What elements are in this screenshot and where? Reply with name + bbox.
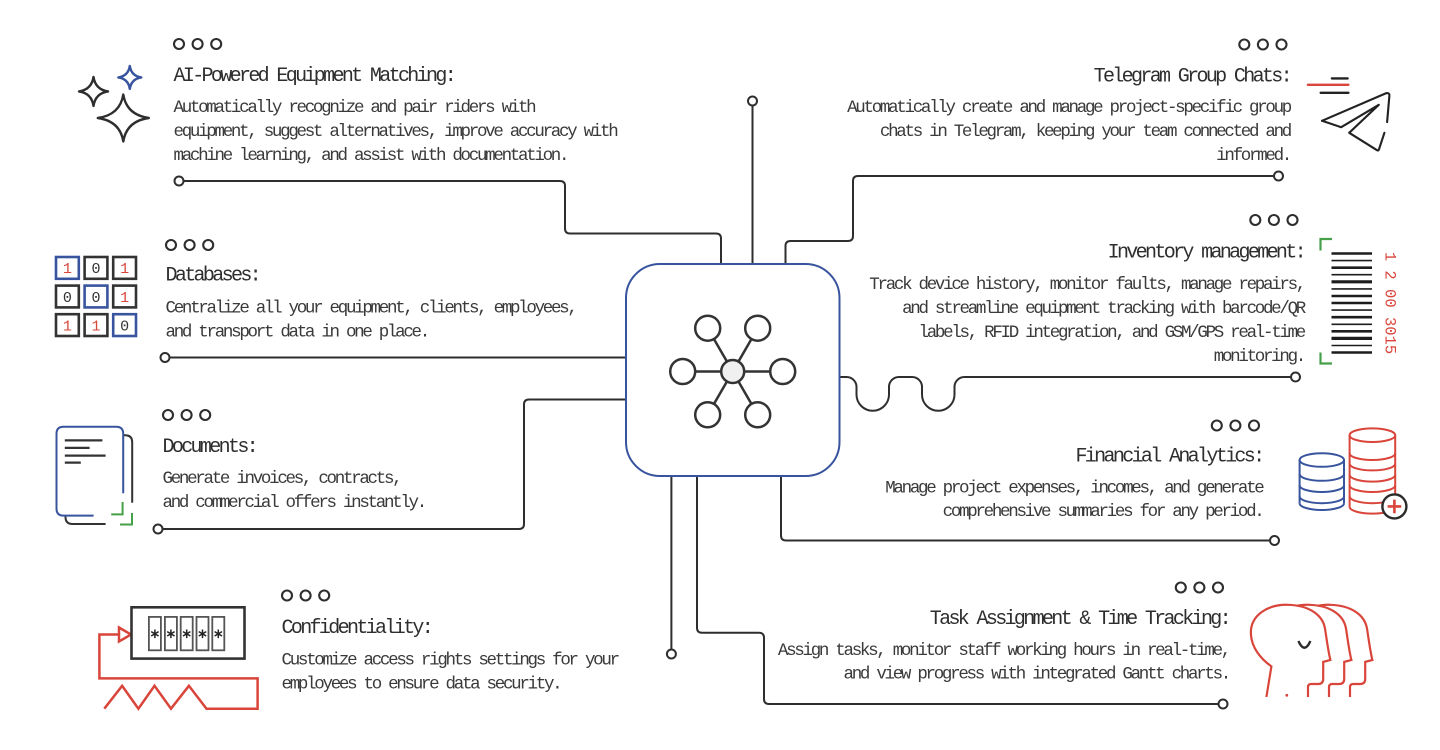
svg-text:Assign tasks, monitor staff wo: Assign tasks, monitor staff working hour… <box>778 641 1229 661</box>
svg-text:0: 0 <box>63 290 72 307</box>
svg-text:0: 0 <box>91 261 100 278</box>
svg-text:1: 1 <box>120 290 129 307</box>
svg-text:comprehensive summaries for an: comprehensive summaries for any period. <box>943 502 1263 522</box>
svg-text:Manage project expenses, incom: Manage project expenses, incomes, and ge… <box>885 478 1264 498</box>
svg-text:1: 1 <box>120 261 129 278</box>
svg-text:Track device history, monitor: Track device history, monitor faults, ma… <box>869 275 1304 295</box>
svg-text:monitoring.: monitoring. <box>1214 347 1304 367</box>
svg-text:1 2 00 3015: 1 2 00 3015 <box>1381 252 1399 354</box>
svg-text:equipment, suggest alternative: equipment, suggest alternatives, improve… <box>174 122 618 142</box>
svg-text:1: 1 <box>63 261 72 278</box>
svg-text:employees to ensure data secur: employees to ensure data security. <box>282 674 561 694</box>
svg-text:Customize access rights settin: Customize access rights settings for you… <box>282 650 619 670</box>
svg-text:and transport data in one plac: and transport data in one place. <box>166 322 428 342</box>
svg-text:Automatically create and manag: Automatically create and manage project-… <box>847 98 1292 118</box>
svg-text:Inventory management:: Inventory management: <box>1108 242 1304 265</box>
svg-text:0: 0 <box>91 290 100 307</box>
svg-text:and view progress with integra: and view progress with integrated Gantt … <box>844 664 1229 684</box>
svg-text:0: 0 <box>120 318 129 335</box>
svg-text:Centralize all your equipment,: Centralize all your equipment, clients, … <box>166 298 576 318</box>
svg-text:chats in Telegram, keeping you: chats in Telegram, keeping your team con… <box>880 122 1291 142</box>
svg-text:and streamline equipment track: and streamline equipment tracking with b… <box>902 299 1307 319</box>
svg-text:Confidentiality:: Confidentiality: <box>282 617 432 640</box>
svg-text:and commercial offers instantl: and commercial offers instantly. <box>163 493 425 513</box>
svg-text:Financial Analytics:: Financial Analytics: <box>1075 446 1262 469</box>
svg-text:labels, RFID integration, and: labels, RFID integration, and GSM/GPS re… <box>919 323 1306 343</box>
svg-text:Automatically recognize and pa: Automatically recognize and pair riders … <box>174 98 536 118</box>
svg-text:informed.: informed. <box>1216 146 1290 166</box>
svg-text:machine learning, and assist w: machine learning, and assist with docume… <box>174 146 568 166</box>
svg-text:Documents:: Documents: <box>163 436 257 459</box>
svg-text:1: 1 <box>91 318 100 335</box>
svg-text:Databases:: Databases: <box>166 265 260 288</box>
svg-text:Task Assignment & Time Trackin: Task Assignment & Time Tracking: <box>930 608 1229 631</box>
svg-text:Generate invoices, contracts,: Generate invoices, contracts, <box>163 469 401 489</box>
svg-text:Telegram Group Chats:: Telegram Group Chats: <box>1094 66 1290 89</box>
svg-text:1: 1 <box>63 318 72 335</box>
svg-text:AI-Powered Equipment Matching:: AI-Powered Equipment Matching: <box>174 65 455 88</box>
